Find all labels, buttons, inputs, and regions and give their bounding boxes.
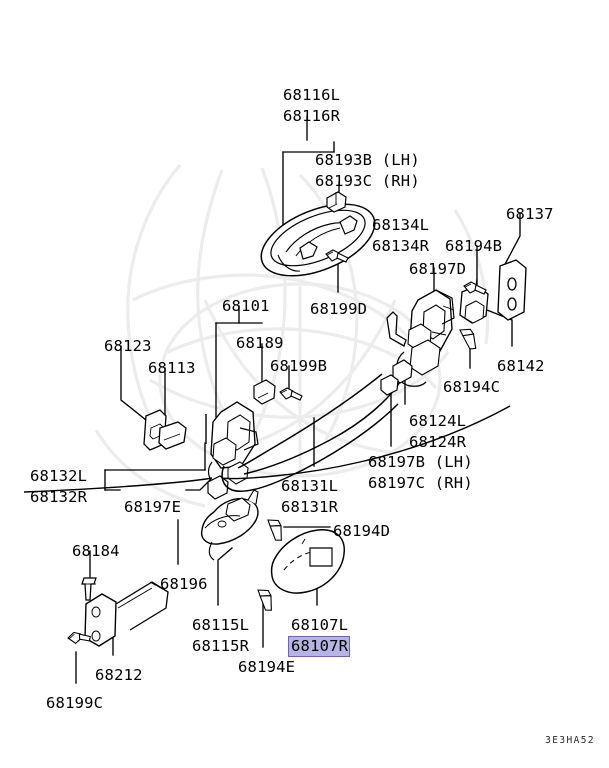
rod-end-68197B bbox=[380, 374, 399, 396]
screw-68194E bbox=[250, 585, 280, 614]
part-label-68113[interactable]: 68113 bbox=[148, 359, 196, 377]
part-label-68193blh[interactable]: 68193B (LH) bbox=[315, 151, 420, 169]
part-label-68197d[interactable]: 68197D bbox=[409, 260, 467, 278]
part-label-68199c[interactable]: 68199C bbox=[46, 694, 104, 712]
link-arm-68197D bbox=[386, 311, 407, 347]
part-label-68124r[interactable]: 68124R bbox=[409, 433, 467, 451]
part-label-68194b[interactable]: 68194B bbox=[445, 237, 503, 255]
part-label-68194e[interactable]: 68194E bbox=[238, 658, 296, 676]
part-label-68199b[interactable]: 68199B bbox=[270, 357, 328, 375]
part-68113 bbox=[158, 421, 187, 450]
screw-68194D bbox=[260, 515, 290, 544]
handle-clip-68193 bbox=[326, 191, 347, 213]
control-rods-68131 bbox=[221, 373, 401, 492]
part-label-68124l[interactable]: 68124L bbox=[409, 412, 467, 430]
part-label-68107l[interactable]: 68107L bbox=[291, 616, 349, 634]
door-check-strap-68212 bbox=[84, 581, 169, 647]
striker-bracket-68142 bbox=[459, 277, 489, 324]
part-label-68197blh[interactable]: 68197B (LH) bbox=[368, 453, 473, 471]
part-label-68101[interactable]: 68101 bbox=[222, 297, 270, 315]
handle-bezel-68107 bbox=[270, 529, 345, 594]
part-label-68189[interactable]: 68189 bbox=[236, 334, 284, 352]
part-label-68197e[interactable]: 68197E bbox=[124, 498, 182, 516]
part-label-68123[interactable]: 68123 bbox=[104, 337, 152, 355]
clip-68189 bbox=[253, 379, 276, 405]
part-label-68194d[interactable]: 68194D bbox=[333, 522, 391, 540]
part-label-68184[interactable]: 68184 bbox=[72, 542, 120, 560]
striker-plate-68137 bbox=[497, 259, 527, 321]
part-label-68115r[interactable]: 68115R bbox=[192, 637, 250, 655]
diagram-code: 3E3HA52 bbox=[545, 735, 595, 746]
part-label-68193crh[interactable]: 68193C (RH) bbox=[315, 172, 420, 190]
part-label-68134l[interactable]: 68134L bbox=[372, 216, 430, 234]
part-label-68212[interactable]: 68212 bbox=[95, 666, 143, 684]
part-label-68196[interactable]: 68196 bbox=[160, 575, 208, 593]
part-label-68107r[interactable]: 68107R bbox=[288, 636, 351, 657]
inside-door-handle-68115 bbox=[200, 489, 259, 561]
highlighted-part-number[interactable]: 68107R bbox=[288, 636, 351, 657]
part-label-68194c[interactable]: 68194C bbox=[443, 378, 501, 396]
part-label-68197crh[interactable]: 68197C (RH) bbox=[368, 474, 473, 492]
part-label-68134r[interactable]: 68134R bbox=[372, 237, 430, 255]
part-label-68116r[interactable]: 68116R bbox=[283, 107, 341, 125]
door-latch-assembly bbox=[395, 289, 455, 387]
control-rod-68132 bbox=[23, 405, 511, 493]
part-label-68137[interactable]: 68137 bbox=[506, 205, 554, 223]
part-label-68132l[interactable]: 68132L bbox=[30, 467, 88, 485]
part-label-68142[interactable]: 68142 bbox=[497, 357, 545, 375]
part-label-68131l[interactable]: 68131L bbox=[281, 477, 339, 495]
part-label-68116l[interactable]: 68116L bbox=[283, 86, 341, 104]
screw-68194C bbox=[453, 324, 483, 352]
pin-68184 bbox=[81, 577, 97, 601]
part-label-68131r[interactable]: 68131R bbox=[281, 498, 339, 516]
part-label-68132r[interactable]: 68132R bbox=[30, 488, 88, 506]
part-label-68115l[interactable]: 68115L bbox=[192, 616, 250, 634]
part-label-68199d[interactable]: 68199D bbox=[310, 300, 368, 318]
